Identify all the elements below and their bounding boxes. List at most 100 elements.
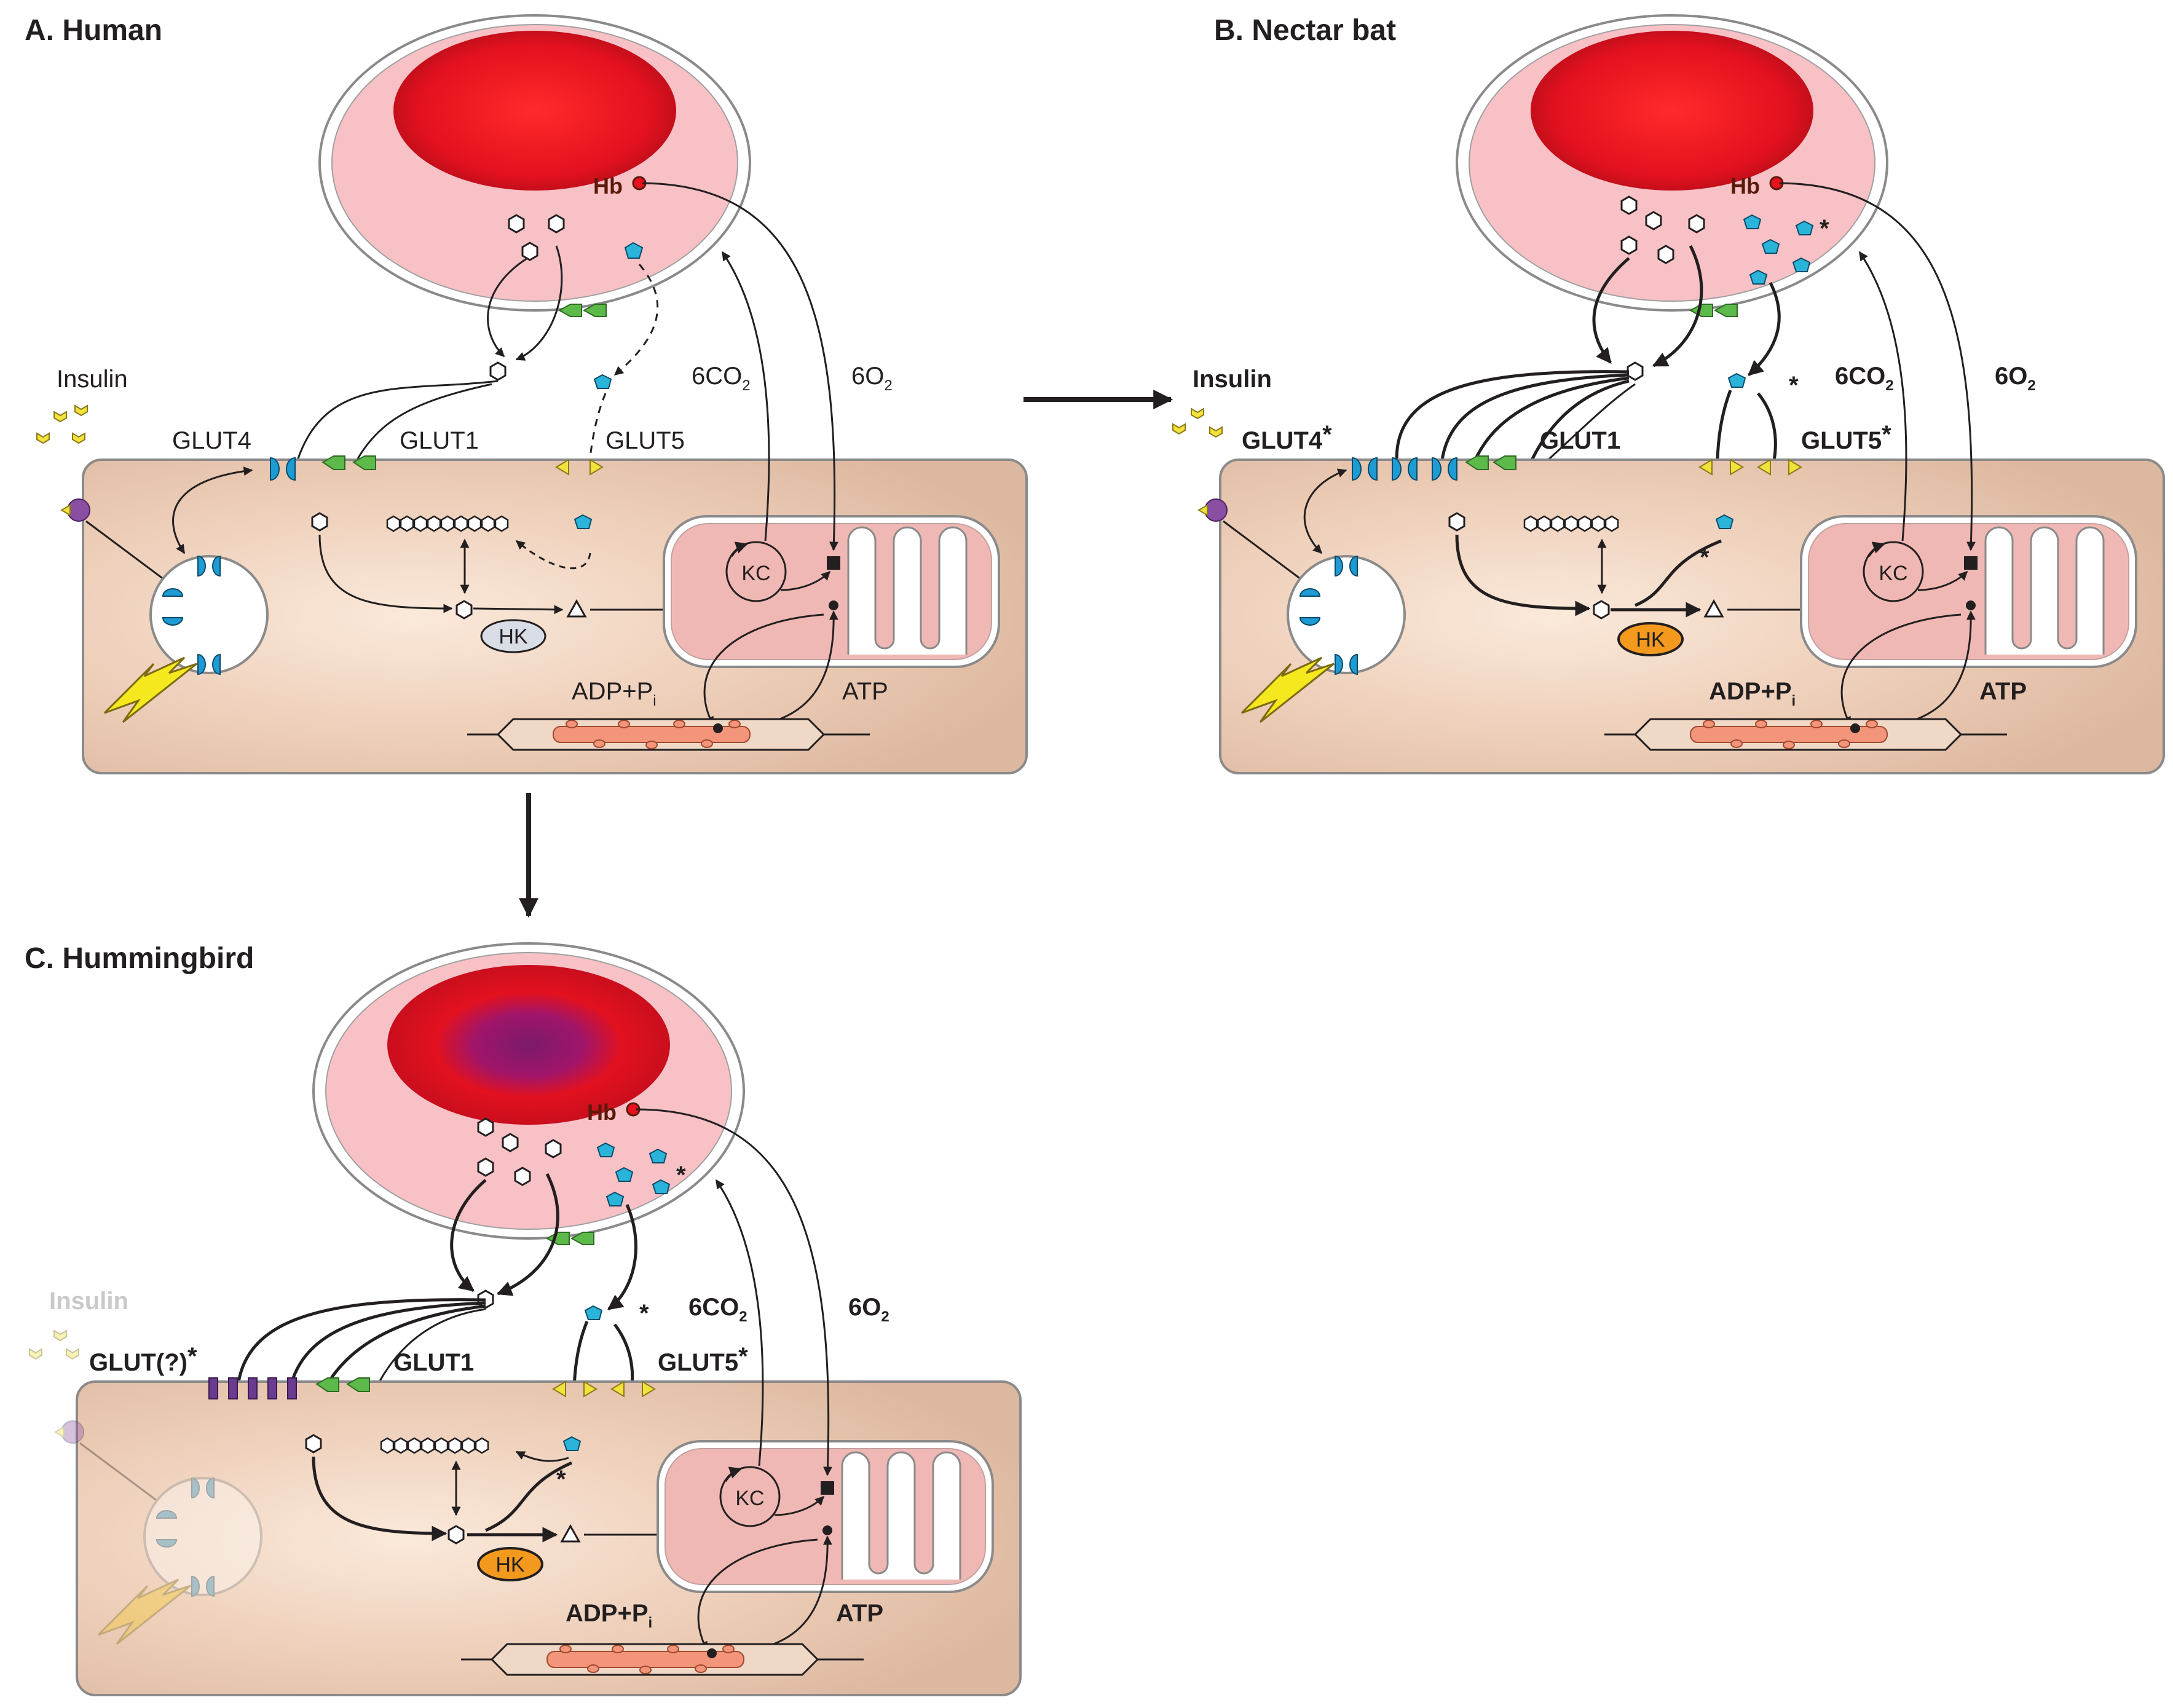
glucose-icon	[305, 1434, 322, 1454]
panel-title: C. Hummingbird	[25, 942, 254, 975]
fructose-asterisk: *	[1820, 215, 1829, 242]
pyruvate-icon	[1703, 599, 1724, 618]
faded-insulin-pathway	[53, 1420, 262, 1645]
fructose-flux-arrow	[607, 1204, 637, 1310]
co2-label: 6CO2	[692, 363, 751, 394]
myofibril	[467, 718, 870, 751]
kc-label: KC	[735, 1487, 764, 1510]
electron-flux-arrow	[1917, 570, 1968, 591]
glut5-label: GLUT5*	[1801, 421, 1891, 454]
fructose-icon	[1715, 514, 1734, 529]
glucose-6p-icon	[1593, 600, 1610, 620]
krebs-cycle-arrow	[730, 541, 748, 557]
kc-label: KC	[741, 562, 770, 585]
hexokinase-enzyme	[480, 619, 546, 653]
o2-arrow	[636, 1108, 832, 1476]
co2-label: 6CO2	[688, 1294, 747, 1325]
insulin-icon	[36, 404, 88, 444]
glut5-transporter-icon	[555, 458, 604, 476]
hk-label: HK	[499, 625, 528, 648]
fructose-icon	[562, 1436, 582, 1451]
o2-arrow	[1779, 182, 1976, 551]
cristae	[1984, 526, 2105, 655]
insulin-icon	[29, 1329, 79, 1360]
fructose-flux-arrow	[515, 1450, 569, 1462]
adp-arrow	[703, 613, 824, 726]
rbc-glut1-icon	[1689, 304, 1738, 317]
hk-label: HK	[1636, 628, 1665, 651]
insulin-label: Insulin	[1193, 366, 1272, 393]
fructose-asterisk: *	[556, 1466, 566, 1493]
co2-label: 6CO2	[1835, 363, 1894, 394]
vesicle-glut4-icon	[162, 555, 221, 675]
hexokinase-enzyme	[1617, 622, 1684, 656]
glut4-vesicle	[1287, 555, 1406, 674]
co2-arrow	[1858, 251, 1907, 541]
glucose-icon	[1627, 361, 1644, 381]
fructose-icon	[593, 374, 612, 389]
glut4-vesicle	[143, 1477, 262, 1596]
glut4-label: GLUT4	[172, 427, 251, 454]
fructose-icon	[1743, 214, 1814, 285]
fructose-icon	[574, 514, 593, 529]
o2-label: 6O2	[1995, 363, 2036, 394]
insulin-receptor-icon	[1204, 498, 1228, 522]
krebs-cycle	[719, 1466, 781, 1527]
lightning-icon	[103, 656, 197, 723]
glut1-transporter-icon	[315, 1377, 370, 1392]
translocation-arrow	[172, 466, 253, 554]
glycogen-icon	[380, 1437, 489, 1454]
flux-arrow	[1652, 245, 1703, 368]
glucose-icon	[477, 1117, 562, 1186]
flux-arrow	[487, 257, 528, 358]
atp-label: ATP	[836, 1600, 883, 1627]
panel-hummingbird: C. Hummingbird Hb * * In	[25, 942, 1022, 1696]
glut1-label: GLUT1	[1540, 427, 1620, 454]
co2-arrow	[721, 251, 770, 541]
fructose-flux-arrow	[1635, 539, 1722, 607]
glut4-vesicle	[149, 555, 269, 674]
adp-label: ADP+Pi	[1709, 678, 1796, 709]
hemoglobin-nucleus	[387, 965, 670, 1125]
myofibril	[461, 1643, 864, 1676]
glut5-label: GLUT5	[605, 427, 685, 454]
insulin-receptor-icon	[61, 1420, 84, 1444]
insulin-icon	[1172, 407, 1223, 438]
lightning-icon	[97, 1578, 191, 1645]
krebs-cycle-arrow	[724, 1466, 742, 1482]
hemoglobin-core	[1531, 31, 1813, 191]
flux-arrow	[285, 380, 499, 499]
myofibril	[1604, 718, 2007, 751]
glut4-transporter-icon	[270, 457, 296, 481]
hb-label: Hb	[593, 173, 623, 199]
glucose-icon	[311, 512, 328, 532]
atp-synthase-icon	[1966, 600, 1976, 610]
glucose-icon	[1448, 512, 1465, 532]
electron-flux-arrow	[774, 1495, 825, 1516]
glucose-icon	[489, 361, 507, 381]
fructose-flux-arrow	[613, 264, 659, 376]
translocation-arrow	[1303, 468, 1347, 554]
krebs-cycle	[1863, 541, 1924, 602]
vesicle-glut4-icon	[156, 1477, 215, 1597]
fructose-icon	[596, 1142, 671, 1206]
glucose-6p-icon	[448, 1525, 465, 1545]
flux-arrow	[1455, 534, 1591, 616]
lightning-icon	[1240, 656, 1335, 723]
hb-label: Hb	[1730, 173, 1760, 199]
pyruvate-icon	[566, 599, 587, 618]
hk-label: HK	[495, 1553, 525, 1576]
electron-transport-icon	[1964, 556, 1978, 570]
flux-arrow	[318, 534, 453, 613]
signal-arrow	[79, 1442, 173, 1513]
electron-transport-icon	[821, 1481, 834, 1495]
panel-human: A. Human Hb Insulin	[25, 14, 1028, 774]
electron-flux-arrow	[780, 570, 831, 591]
insulin-receptor-icon	[67, 498, 90, 522]
flux-arrow	[1592, 257, 1630, 364]
glycogen-icon	[386, 515, 509, 532]
flux-arrow	[1390, 370, 1630, 494]
flux-arrow	[473, 605, 564, 615]
fructose-flux-arrow	[1748, 281, 1781, 376]
